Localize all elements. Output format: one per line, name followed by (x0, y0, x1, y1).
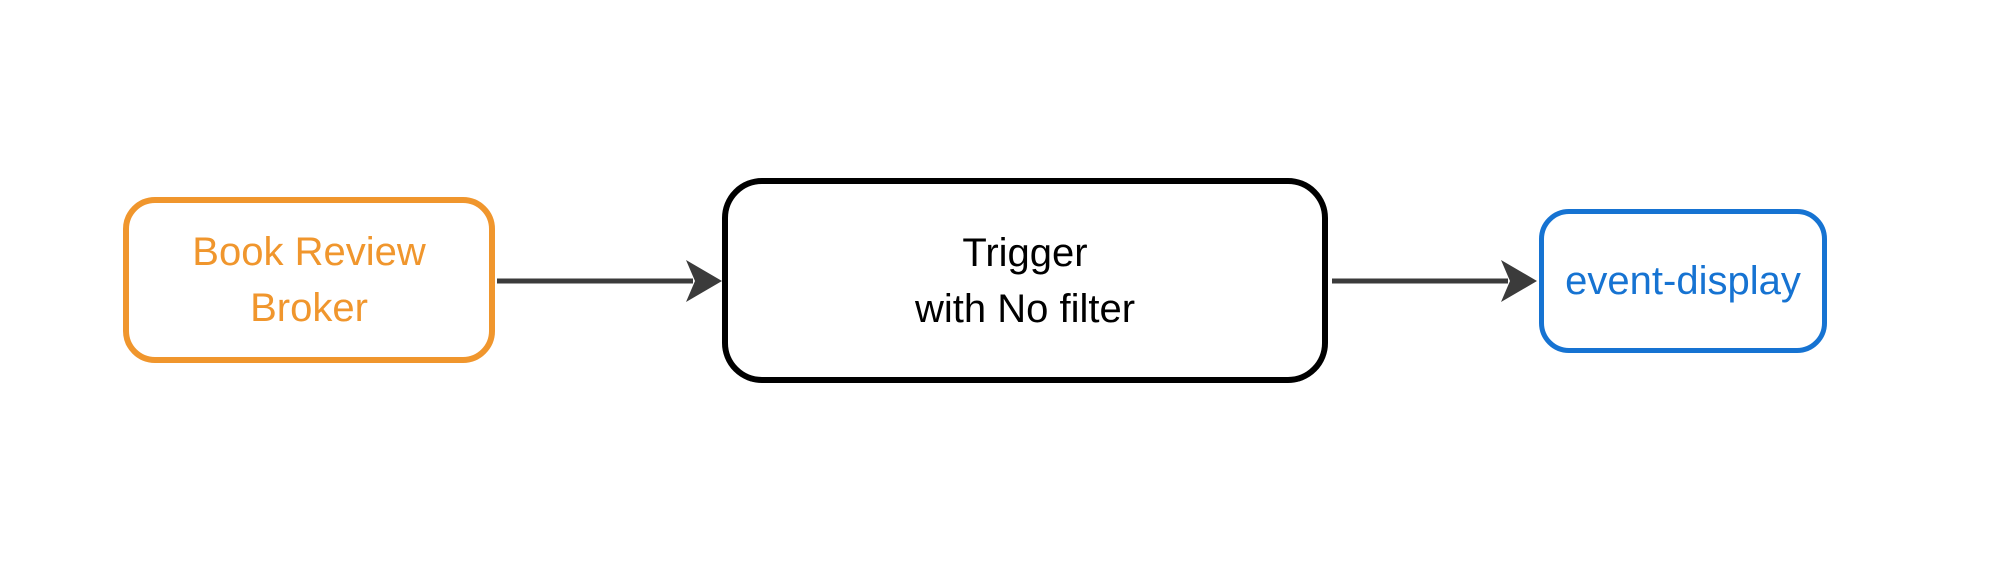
arrow-trigger-to-event-display (1332, 260, 1537, 302)
node-label-line: Broker (250, 286, 368, 330)
arrow-broker-to-trigger (497, 260, 722, 302)
arrow-head-icon (686, 260, 722, 302)
node-label-line: with No filter (914, 286, 1136, 331)
node-trigger-with-no-filter: Trigger with No filter (722, 178, 1328, 383)
arrow-head-icon (1501, 260, 1537, 302)
node-event-display: event-display (1539, 209, 1827, 353)
node-label-line: Trigger (962, 230, 1088, 275)
node-label-line: event-display (1565, 259, 1801, 303)
node-label-line: Book Review (192, 230, 426, 274)
node-book-review-broker: Book Review Broker (123, 197, 495, 363)
